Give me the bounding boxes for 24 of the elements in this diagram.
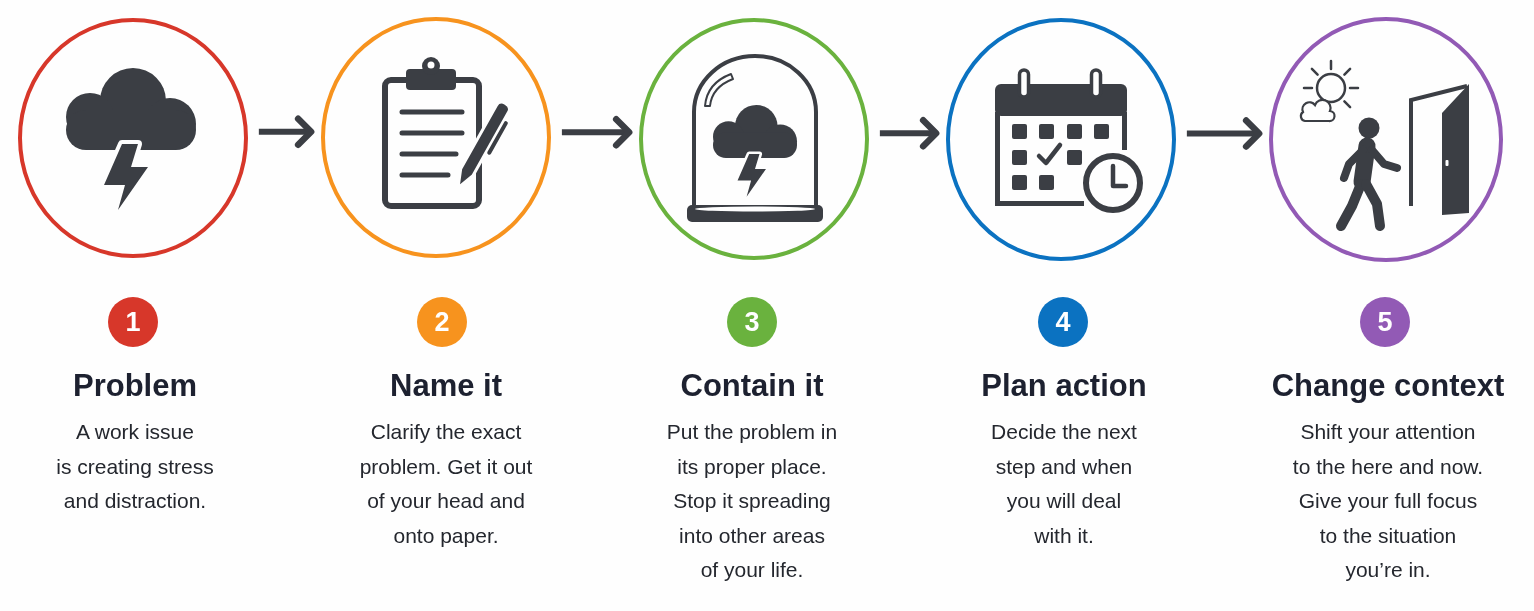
step-circle	[18, 18, 248, 258]
step-circle	[1269, 17, 1503, 262]
step-title: Problem	[73, 367, 197, 405]
step-description: Shift your attention to the here and now. Give your full focus to the situation you’re in.	[1292, 419, 1484, 583]
arrow	[258, 115, 315, 148]
step-circle	[321, 17, 551, 258]
step-title: Name it	[390, 367, 502, 405]
step-number-badge: 1	[108, 297, 158, 347]
arrow	[1186, 117, 1263, 150]
step-number-badge: 3	[727, 297, 777, 347]
step-description: Clarify the exact problem. Get it out of your head and onto paper.	[359, 419, 533, 549]
step-number-badge: 5	[1360, 297, 1410, 347]
step-number-badge: 4	[1038, 297, 1088, 347]
step-title: Plan action	[981, 367, 1147, 405]
step-description: Decide the next step and when you will deal with it.	[991, 419, 1137, 549]
step-number-badge: 2	[417, 297, 467, 347]
arrow	[879, 117, 940, 150]
step-circle	[946, 18, 1176, 261]
step-title: Contain it	[680, 367, 824, 405]
step-description: Put the problem in its proper place. Stop it spreading into other areas of your life.	[666, 419, 838, 583]
step-title: Change context	[1271, 367, 1505, 405]
step-description: A work issue is creating stress and distraction.	[56, 419, 214, 514]
step-circle	[639, 18, 869, 260]
arrow	[561, 116, 633, 149]
